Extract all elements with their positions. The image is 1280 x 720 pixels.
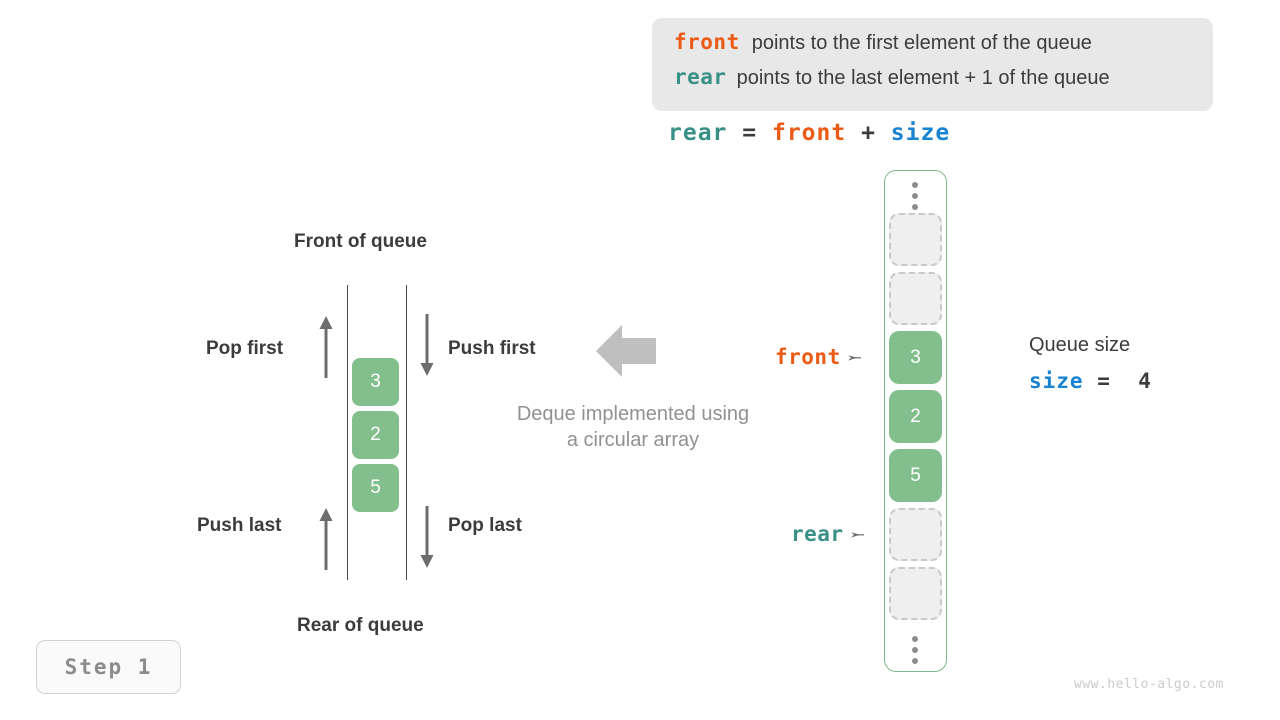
pointer-rear-arrow-icon (850, 522, 865, 546)
array-slot (889, 508, 942, 561)
arrow-down-push-first-icon (419, 314, 435, 378)
deque-rail-right (406, 285, 407, 580)
big-left-arrow-icon (596, 325, 656, 382)
pointer-front-arrow-icon (847, 345, 862, 369)
arrow-down-pop-last-icon (419, 506, 435, 570)
array-slot: 2 (889, 390, 942, 443)
legend-box: front points to the first element of the… (652, 18, 1213, 111)
caption-line-1: Deque implemented using (516, 403, 750, 425)
array-slot (889, 272, 942, 325)
pointer-front-label: front (775, 345, 841, 369)
diagram-caption: Deque implemented using a circular array (493, 401, 773, 453)
rear-of-queue-label: Rear of queue (297, 615, 424, 636)
formula-size: size (890, 120, 951, 146)
legend-text-front: points to the first element of the queue (751, 32, 1092, 54)
step-badge: Step 1 (36, 640, 181, 694)
arrow-up-pop-first-icon (318, 314, 334, 378)
formula-front: front (771, 120, 847, 146)
deque-cell: 2 (352, 411, 399, 459)
pointer-front: front (775, 345, 862, 369)
size-equals: = (1097, 369, 1111, 393)
arrow-up-push-last-icon (318, 506, 334, 570)
ellipsis-bottom-icon (906, 636, 924, 664)
op-label-pop-last: Pop last (448, 515, 522, 536)
array-slot (889, 567, 942, 620)
pointer-rear: rear (791, 522, 865, 546)
formula-rear: rear (668, 120, 728, 146)
op-label-push-first: Push first (448, 338, 536, 359)
legend-text-rear: points to the last element + 1 of the qu… (736, 67, 1110, 89)
queue-size-title: Queue size (1029, 334, 1131, 356)
size-variable: size (1029, 369, 1084, 393)
array-slot (889, 213, 942, 266)
op-label-push-last: Push last (197, 515, 282, 536)
front-of-queue-label: Front of queue (294, 231, 427, 252)
array-slot: 5 (889, 449, 942, 502)
deque-rail-left (347, 285, 348, 580)
caption-line-2: a circular array (566, 429, 700, 451)
formula-rear-equals-front-plus-size: rear = front + size (668, 120, 950, 146)
queue-size-expression: size = 4 (1029, 369, 1152, 393)
deque-cell: 3 (352, 358, 399, 406)
formula-plus: + (861, 120, 876, 146)
legend-keyword-rear: rear (674, 65, 727, 89)
size-value: 4 (1138, 369, 1152, 393)
op-label-pop-first: Pop first (206, 338, 284, 359)
ellipsis-top-icon (906, 182, 924, 210)
legend-row-rear: rear points to the last element + 1 of t… (674, 65, 1195, 100)
legend-keyword-front: front (674, 30, 740, 54)
legend-row-front: front points to the first element of the… (674, 30, 1195, 65)
deque-cell: 5 (352, 464, 399, 512)
watermark: www.hello-algo.com (1074, 677, 1224, 692)
pointer-rear-label: rear (791, 522, 844, 546)
formula-equals: = (742, 120, 758, 146)
array-slot: 3 (889, 331, 942, 384)
queue-size-block: Queue size size = 4 (1029, 334, 1152, 393)
